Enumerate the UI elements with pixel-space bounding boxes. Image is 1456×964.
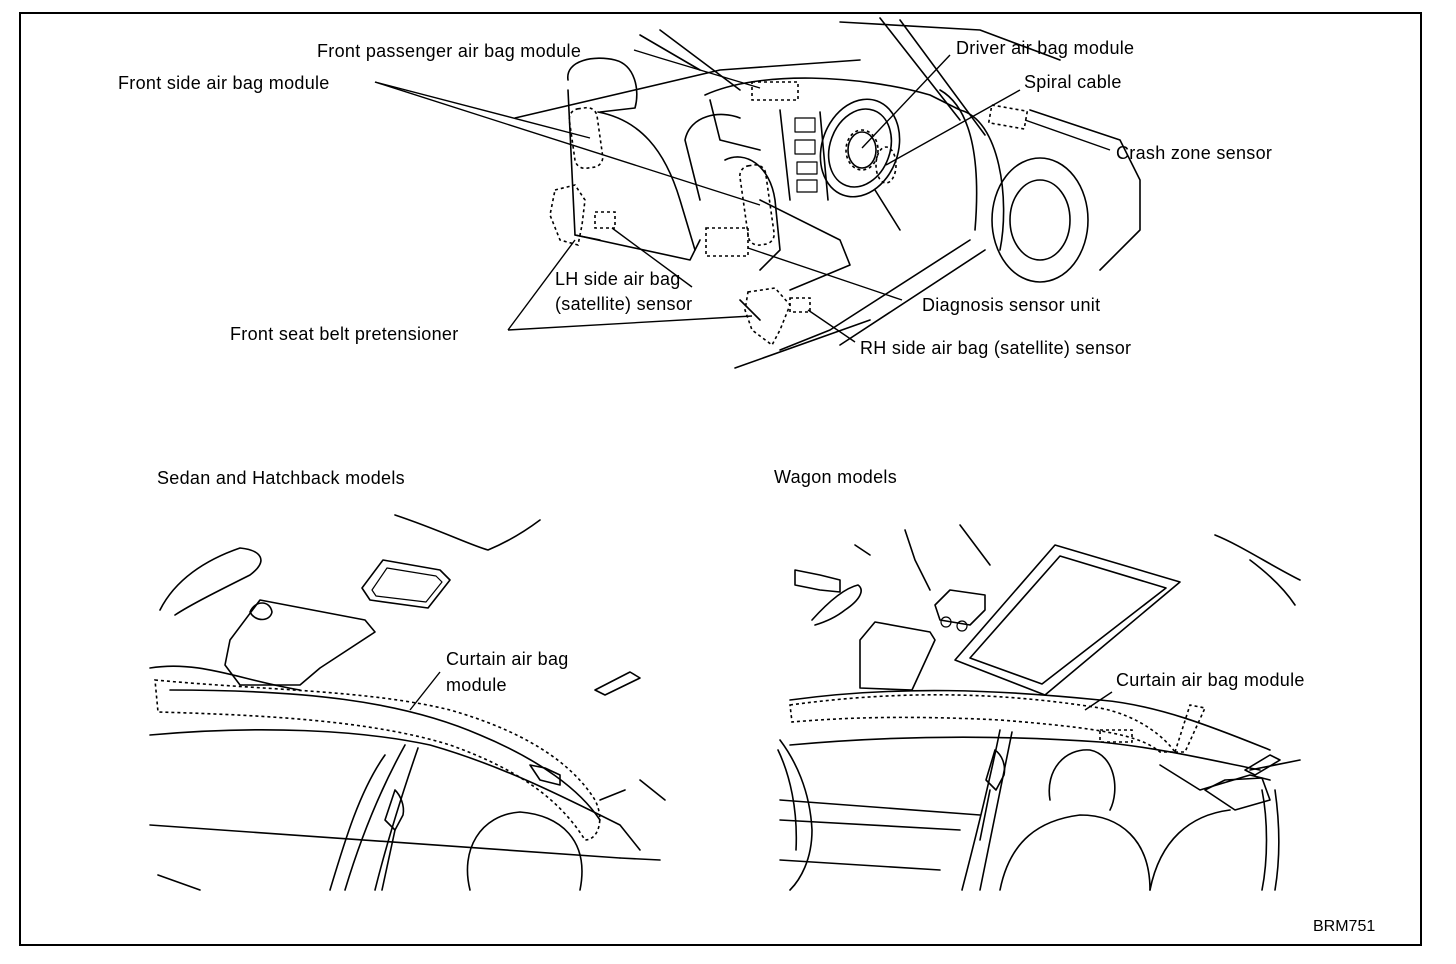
label-curtain-air-bag-module-sedan-line2: module bbox=[446, 675, 507, 695]
spiral-cable-outline bbox=[875, 146, 897, 184]
rh-side-sensor-outline bbox=[789, 297, 811, 313]
front-side-air-bag-outline-left bbox=[568, 106, 604, 170]
front-seat-belt-pretensioner-left-outline bbox=[549, 184, 586, 247]
lh-side-sensor-outline bbox=[594, 211, 616, 229]
label-front-side-air-bag-module: Front side air bag module bbox=[118, 73, 330, 93]
crash-zone-sensor-outline bbox=[987, 104, 1029, 130]
label-lh-side-air-bag-sensor-line2: (satellite) sensor bbox=[555, 294, 693, 314]
leader-lines-top bbox=[374, 49, 1111, 343]
wagon-headliner-drawing bbox=[777, 524, 1301, 891]
label-crash-zone-sensor: Crash zone sensor bbox=[1116, 143, 1273, 163]
figure-code: BRM751 bbox=[1313, 918, 1376, 935]
figure-frame bbox=[19, 12, 1422, 946]
sedan-curtain-air-bag-outline bbox=[154, 679, 601, 841]
label-spiral-cable: Spiral cable bbox=[1024, 72, 1122, 92]
label-rh-side-air-bag-sensor: RH side air bag (satellite) sensor bbox=[860, 338, 1132, 358]
label-driver-air-bag-module: Driver air bag module bbox=[956, 38, 1135, 58]
wagon-curtain-air-bag-rear-outline bbox=[1173, 704, 1207, 753]
label-front-passenger-air-bag-module: Front passenger air bag module bbox=[317, 41, 582, 61]
sedan-headliner-drawing bbox=[149, 514, 666, 891]
diagnosis-sensor-unit-outline bbox=[705, 227, 749, 257]
caption-wagon: Wagon models bbox=[774, 467, 897, 487]
label-curtain-air-bag-module-wagon: Curtain air bag module bbox=[1116, 670, 1305, 690]
caption-sedan-hatchback: Sedan and Hatchback models bbox=[157, 468, 405, 488]
front-side-air-bag-outline-right bbox=[739, 164, 775, 246]
wagon-curtain-air-bag-outline bbox=[789, 694, 1177, 753]
label-diagnosis-sensor-unit: Diagnosis sensor unit bbox=[922, 295, 1101, 315]
label-curtain-air-bag-module-sedan-line1: Curtain air bag bbox=[446, 649, 569, 669]
wagon-curtain-clip-outline bbox=[1099, 729, 1133, 743]
label-lh-side-air-bag-sensor-line1: LH side air bag bbox=[555, 269, 681, 289]
driver-air-bag-outline bbox=[845, 129, 879, 171]
front-seat-belt-pretensioner-right-outline bbox=[744, 287, 791, 347]
leader-lines-sedan bbox=[409, 671, 441, 711]
leader-lines-wagon bbox=[1084, 691, 1113, 711]
label-front-seat-belt-pretensioner: Front seat belt pretensioner bbox=[230, 324, 459, 344]
front-passenger-air-bag-outline bbox=[751, 81, 799, 101]
